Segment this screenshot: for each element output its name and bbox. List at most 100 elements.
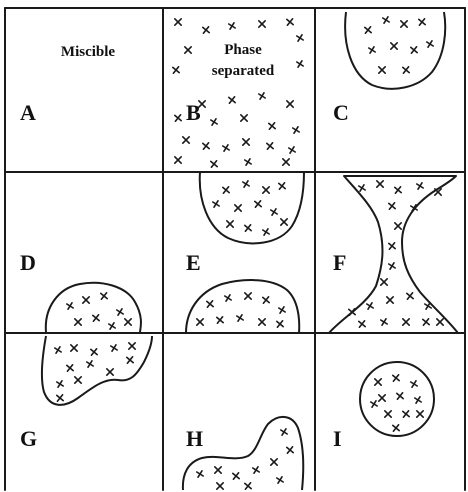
particle-cross-icon bbox=[117, 309, 123, 315]
particle-cross-icon bbox=[281, 429, 287, 435]
header-phase-line1: Phase bbox=[224, 42, 262, 58]
particle-cross-icon bbox=[415, 397, 421, 403]
particle-cross-icon bbox=[101, 293, 107, 299]
particle-cross-icon bbox=[255, 201, 261, 207]
particle-cross-icon bbox=[417, 411, 423, 417]
particle-cross-icon bbox=[211, 161, 217, 167]
particle-cross-icon bbox=[213, 201, 219, 207]
particle-cross-icon bbox=[427, 41, 433, 47]
particle-cross-icon bbox=[243, 181, 249, 187]
particle-cross-icon bbox=[411, 381, 417, 387]
particle-cross-icon bbox=[287, 101, 293, 107]
particle-cross-icon bbox=[233, 473, 239, 479]
particle-cross-icon bbox=[129, 343, 135, 349]
particle-cross-icon bbox=[403, 411, 409, 417]
panel-label-f: F bbox=[333, 250, 346, 275]
particle-cross-icon bbox=[425, 303, 431, 309]
particle-cross-icon bbox=[277, 477, 283, 483]
particle-cross-icon bbox=[83, 297, 89, 303]
particle-cross-icon bbox=[245, 225, 251, 231]
particle-cross-icon bbox=[229, 23, 235, 29]
panel-label-c: C bbox=[333, 100, 349, 125]
domain-e-top bbox=[200, 172, 304, 243]
particle-cross-icon bbox=[293, 127, 299, 133]
particle-cross-icon bbox=[389, 263, 395, 269]
particle-cross-icon bbox=[271, 459, 277, 465]
particle-cross-icon bbox=[75, 377, 81, 383]
particle-cross-icon bbox=[393, 425, 399, 431]
particle-cross-icon bbox=[229, 97, 235, 103]
particle-cross-icon bbox=[111, 345, 117, 351]
particle-cross-icon bbox=[217, 317, 223, 323]
particle-cross-icon bbox=[359, 185, 365, 191]
particle-cross-icon bbox=[245, 293, 251, 299]
particle-cross-icon bbox=[237, 315, 243, 321]
particle-cross-icon bbox=[75, 319, 81, 325]
particle-cross-icon bbox=[403, 67, 409, 73]
particle-cross-icon bbox=[383, 17, 389, 23]
particle-cross-icon bbox=[107, 369, 113, 375]
particle-cross-icon bbox=[259, 93, 265, 99]
header-phase-line2: separated bbox=[212, 63, 275, 79]
particle-cross-icon bbox=[125, 319, 131, 325]
particle-cross-icon bbox=[367, 303, 373, 309]
particle-cross-icon bbox=[217, 483, 223, 489]
panel-label-d: D bbox=[20, 250, 36, 275]
particle-cross-icon bbox=[389, 203, 395, 209]
header-miscible: Miscible bbox=[61, 44, 115, 60]
panel-label-e: E bbox=[186, 250, 201, 275]
particle-cross-icon bbox=[417, 183, 423, 189]
particle-cross-icon bbox=[263, 229, 269, 235]
particle-cross-icon bbox=[381, 319, 387, 325]
particle-cross-icon bbox=[297, 35, 303, 41]
particle-cross-icon bbox=[245, 483, 251, 489]
particle-cross-icon bbox=[385, 411, 391, 417]
particle-cross-icon bbox=[253, 467, 259, 473]
particle-cross-icon bbox=[173, 67, 179, 73]
panel-label-i: I bbox=[333, 426, 342, 451]
particle-cross-icon bbox=[175, 19, 181, 25]
particle-cross-icon bbox=[203, 143, 209, 149]
particle-cross-icon bbox=[211, 119, 217, 125]
particle-cross-icon bbox=[395, 187, 401, 193]
particle-cross-icon bbox=[379, 67, 385, 73]
particle-cross-icon bbox=[375, 379, 381, 385]
particle-cross-icon bbox=[259, 21, 265, 27]
particle-cross-icon bbox=[223, 145, 229, 151]
particle-cross-icon bbox=[271, 209, 277, 215]
particle-cross-icon bbox=[263, 187, 269, 193]
particle-cross-icon bbox=[279, 183, 285, 189]
particle-cross-icon bbox=[185, 47, 191, 53]
particle-cross-icon bbox=[393, 375, 399, 381]
particle-cross-icon bbox=[175, 157, 181, 163]
particle-cross-icon bbox=[203, 27, 209, 33]
particle-cross-icon bbox=[289, 147, 295, 153]
particle-cross-icon bbox=[437, 319, 443, 325]
particle-cross-icon bbox=[419, 19, 425, 25]
panel-label-a: A bbox=[20, 100, 36, 125]
particle-cross-icon bbox=[267, 143, 273, 149]
particle-cross-icon bbox=[67, 303, 73, 309]
particle-cross-icon bbox=[403, 319, 409, 325]
particle-cross-icon bbox=[245, 159, 251, 165]
particle-cross-icon bbox=[371, 401, 377, 407]
particle-cross-icon bbox=[91, 349, 97, 355]
panel-label-g: G bbox=[20, 426, 37, 451]
particle-cross-icon bbox=[287, 447, 293, 453]
particle-cross-icon bbox=[281, 219, 287, 225]
particle-cross-icon bbox=[93, 315, 99, 321]
particle-cross-icon bbox=[365, 27, 371, 33]
particle-cross-icon bbox=[381, 279, 387, 285]
particle-cross-icon bbox=[127, 357, 133, 363]
particle-cross-icon bbox=[397, 393, 403, 399]
particle-cross-icon bbox=[263, 297, 269, 303]
particle-cross-icon bbox=[389, 243, 395, 249]
particle-cross-icon bbox=[411, 47, 417, 53]
particle-cross-icon bbox=[57, 381, 63, 387]
particle-cross-icon bbox=[225, 295, 231, 301]
panel-label-h: H bbox=[186, 426, 203, 451]
particle-cross-icon bbox=[407, 293, 413, 299]
panel-label-b: B bbox=[186, 100, 201, 125]
